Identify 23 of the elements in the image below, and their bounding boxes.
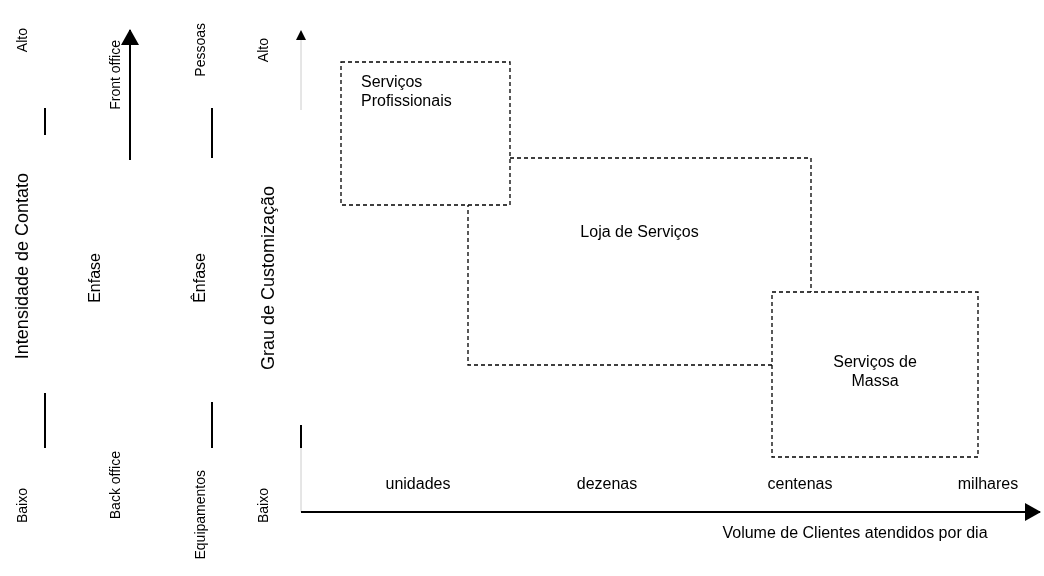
axis-label: Pessoas <box>191 23 209 77</box>
axis-label: Intensidade de Contato <box>11 172 33 360</box>
service-region <box>341 62 510 205</box>
tick-label: unidades <box>385 474 451 494</box>
region-label: Loja de Serviços <box>579 222 700 242</box>
axis-label: Alto <box>13 27 31 53</box>
axis-label: Baixo <box>13 488 31 524</box>
tick-label: centenas <box>767 474 833 494</box>
axis-label: Baixo <box>254 488 272 524</box>
axis-label: Back office <box>106 450 124 520</box>
axis-label: Ênfase <box>190 253 209 303</box>
service-region <box>468 158 811 365</box>
region-label: Serviços de Massa <box>832 352 918 391</box>
axis-label: Enfase <box>85 253 104 303</box>
tick-label: milhares <box>957 474 1019 494</box>
tick-label: dezenas <box>576 474 638 494</box>
axis-label: Grau de Customização <box>257 185 279 371</box>
axis-label: Front office <box>106 40 124 110</box>
axis-label: Equipamentos <box>191 470 209 560</box>
axis-label: Alto <box>254 37 272 63</box>
region-label: Serviços Profissionais <box>361 72 453 111</box>
service-region <box>772 292 978 457</box>
axis-title: Volume de Clientes atendidos por dia <box>722 523 988 543</box>
